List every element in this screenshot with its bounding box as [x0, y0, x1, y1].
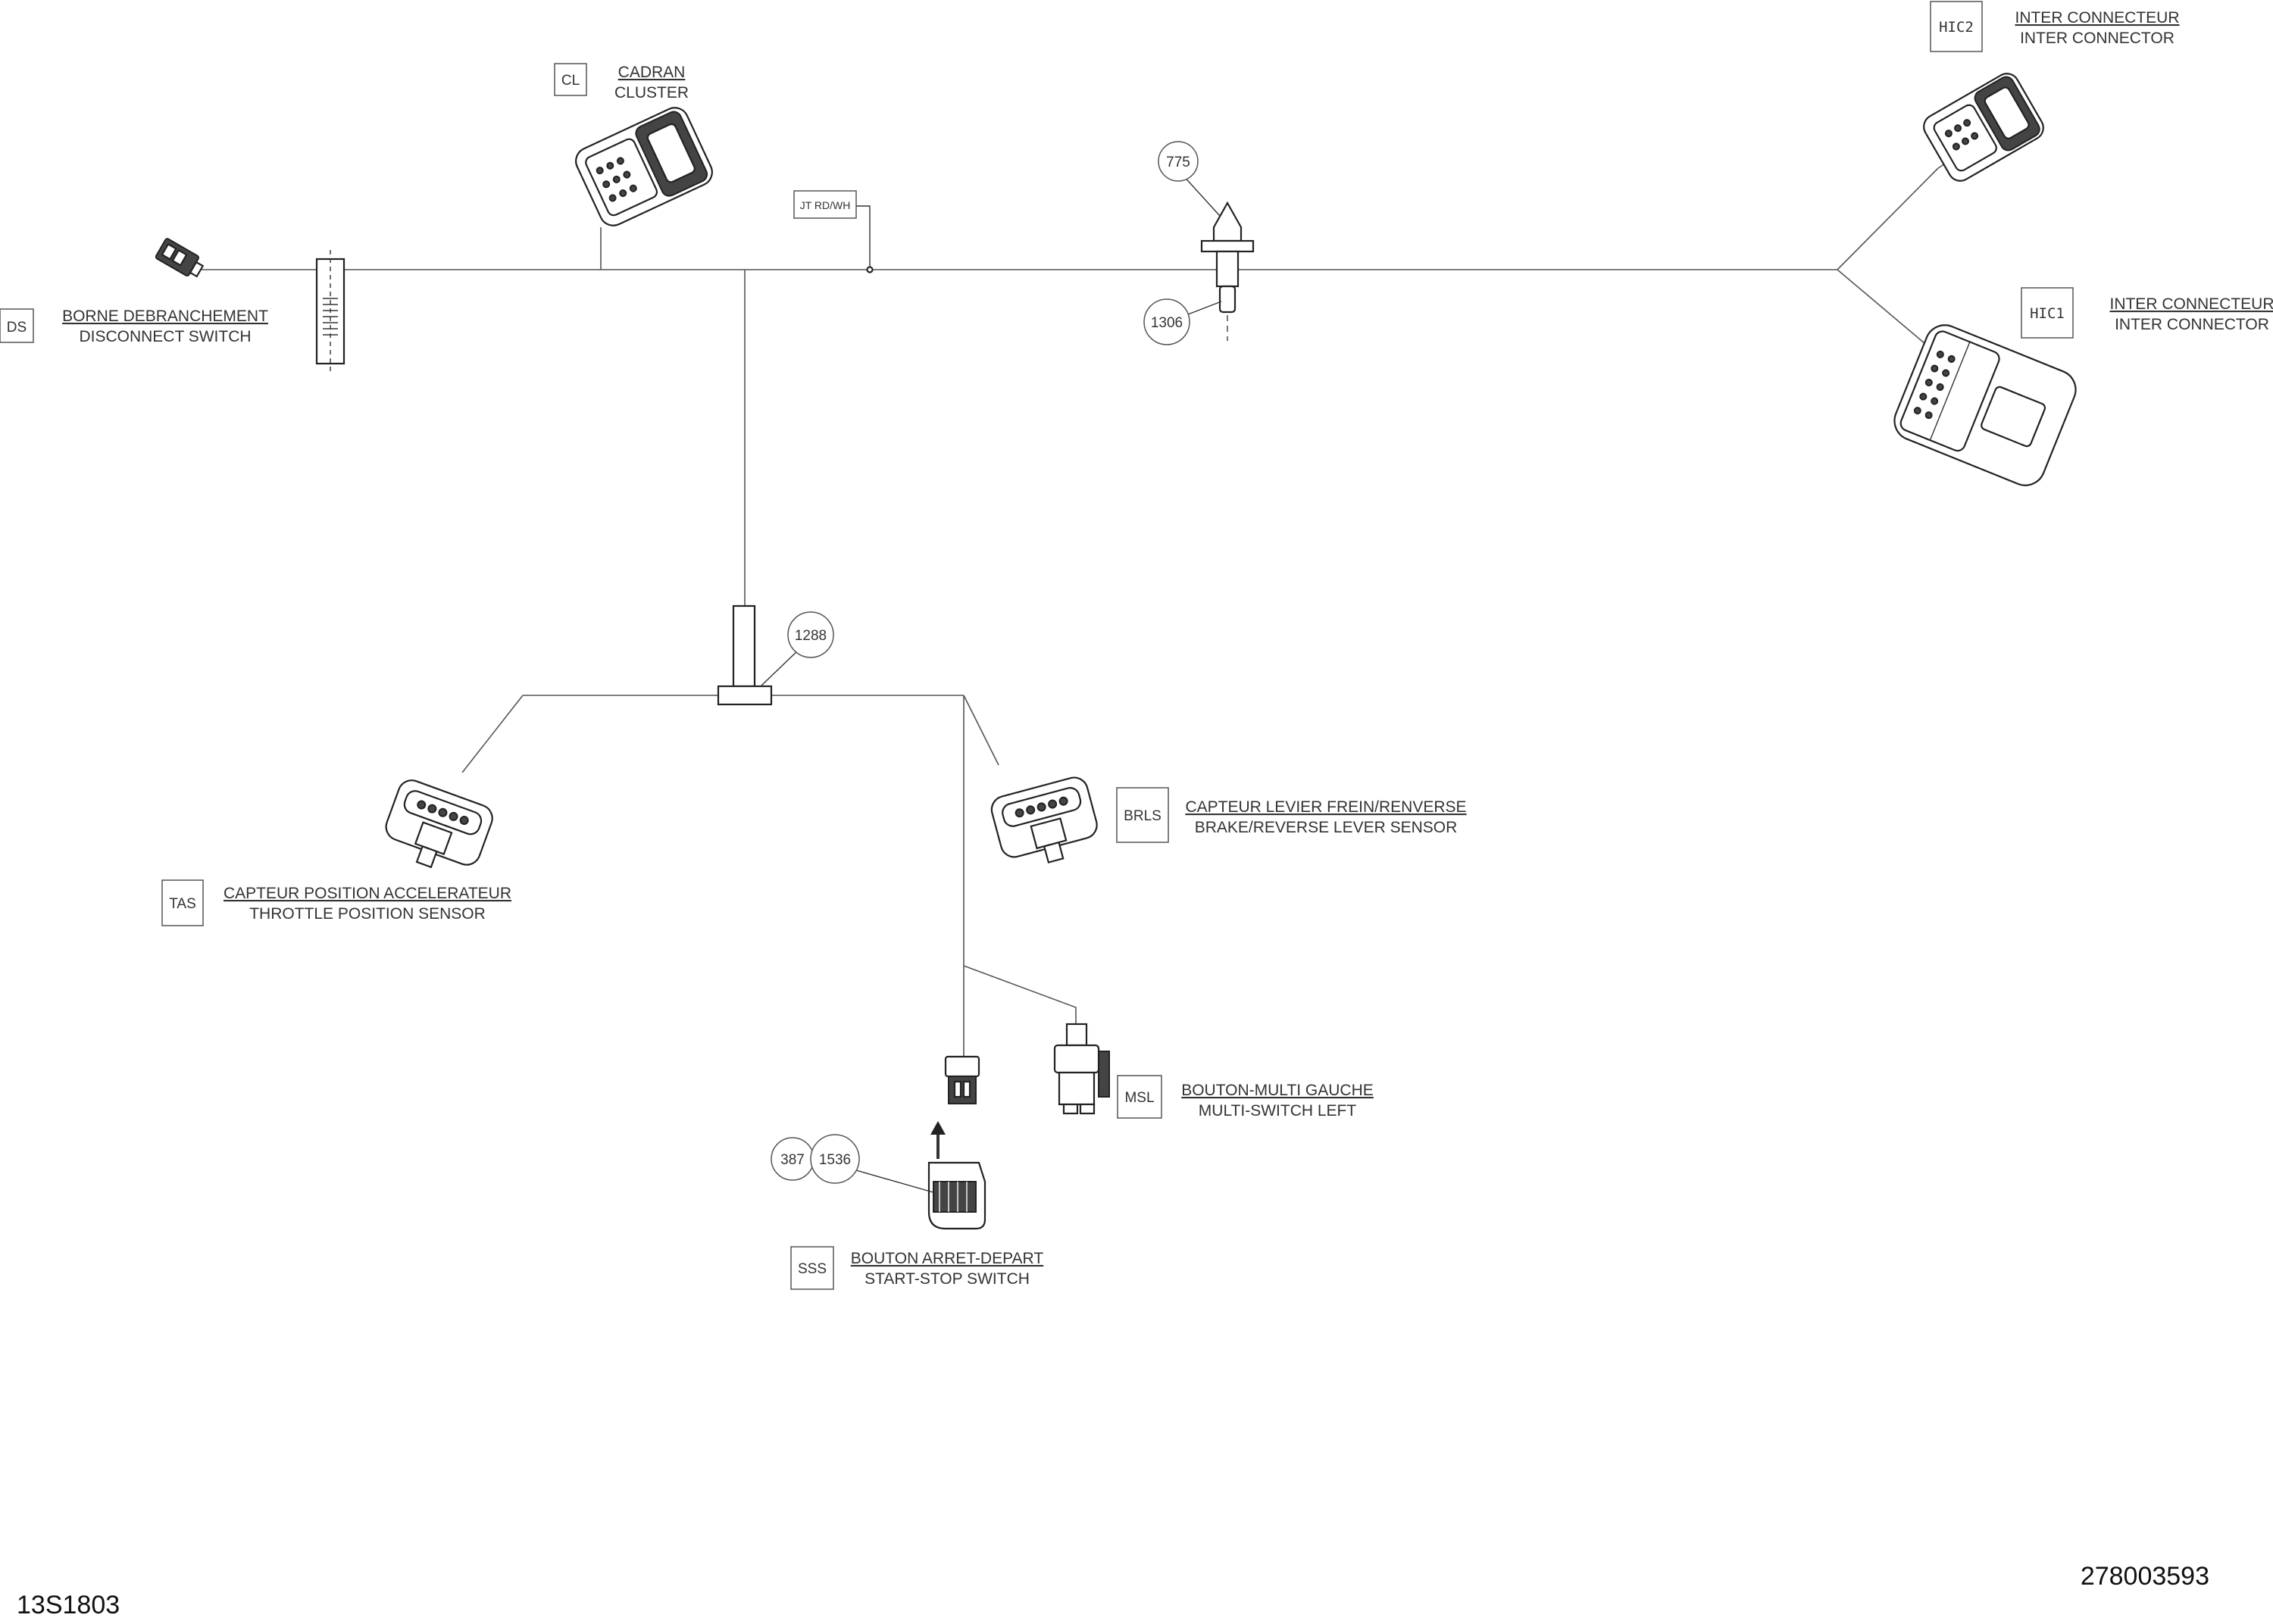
c775-leader	[1181, 173, 1221, 217]
sss-insert-arrow	[930, 1121, 946, 1159]
cl-connector-shape	[575, 107, 713, 226]
cl-code: CL	[561, 73, 580, 89]
c1288-leader	[761, 648, 800, 686]
hic1-name-en: INTER CONNECTOR	[2115, 316, 2269, 333]
sss-name-fr: BOUTON ARRET-DEPART	[851, 1250, 1044, 1267]
msl-name-fr: BOUTON-MULTI GAUCHE	[1181, 1082, 1374, 1099]
c1288-bubble	[787, 611, 834, 658]
brls-name-fr: CAPTEUR LEVIER FREIN/RENVERSE	[1185, 798, 1466, 816]
sss-code-box	[790, 1246, 834, 1290]
hic1-code: HIC1	[2030, 305, 2065, 322]
c775-bubble	[1158, 141, 1199, 182]
clip-base	[717, 685, 773, 706]
diagram-reference: 13S1803	[17, 1591, 120, 1619]
grommet-flange	[1200, 239, 1255, 253]
c387-label: 387	[780, 1152, 805, 1168]
msl-code-box	[1117, 1075, 1162, 1119]
tas-branch-wire	[461, 695, 524, 773]
c1306-leader	[1187, 301, 1222, 315]
hic1-name-fr: INTER CONNECTEUR	[2109, 295, 2273, 313]
brls-name-en: BRAKE/REVERSE LEVER SENSOR	[1195, 819, 1458, 836]
tas-connector: TAS CAPTEUR POSITION ACCELERATEUR THROTT…	[161, 779, 511, 926]
brls-code-box	[1116, 787, 1169, 843]
cl-name-en: CLUSTER	[614, 84, 689, 102]
brls-connector-shape	[990, 776, 1098, 864]
hic2-code: HIC2	[1939, 19, 1974, 36]
cl-name-fr: CADRAN	[618, 64, 686, 81]
hic1-code-box	[2021, 287, 2074, 339]
grommet-top	[1212, 201, 1243, 242]
hic2-connector: HIC2 INTER CONNECTEUR INTER CONNECTOR	[1923, 1, 2180, 182]
ds-code: DS	[7, 320, 27, 336]
msl-branch-wire	[963, 965, 1077, 1024]
hic1-branch-wire	[1837, 269, 1940, 357]
cl-code-box	[554, 63, 587, 96]
cl-connector: CL CADRAN CLUSTER	[554, 63, 713, 226]
brls-connector: BRLS CAPTEUR LEVIER FREIN/RENVERSE BRAKE…	[990, 776, 1467, 864]
sss-switch-shape	[927, 1161, 986, 1230]
ds-name-en: DISCONNECT SWITCH	[79, 328, 251, 345]
sss-callout-leader	[855, 1170, 936, 1194]
splice-label-box	[793, 190, 857, 219]
brls-branch-wire	[963, 695, 999, 766]
ds-connector: DS BORNE DEBRANCHEMENT DISCONNECT SWITCH	[0, 238, 345, 373]
msl-connector-shape	[1053, 1023, 1110, 1115]
tas-connector-shape	[385, 779, 493, 869]
c1306-bubble	[1143, 298, 1190, 345]
hic2-name-fr: INTER CONNECTEUR	[2015, 9, 2179, 27]
hic2-code-box	[1930, 1, 1983, 52]
sss-plug-shape	[944, 1055, 980, 1104]
c1536-label: 1536	[819, 1152, 851, 1168]
splice-point	[866, 266, 874, 273]
hic2-connector-shape	[1923, 73, 2044, 182]
ds-clip-ribs	[323, 298, 338, 336]
splice-leader	[855, 205, 871, 267]
tas-name-en: THROTTLE POSITION SENSOR	[249, 905, 486, 923]
ds-code-box	[0, 308, 34, 343]
hic1-connector: HIC1 INTER CONNECTEUR INTER CONNECTOR	[1893, 287, 2273, 486]
hic1-connector-shape	[1893, 324, 2077, 486]
brls-code: BRLS	[1124, 808, 1162, 824]
ds-connector-shape	[155, 238, 205, 278]
ds-name-fr: BORNE DEBRANCHEMENT	[62, 308, 268, 325]
sss-connector: 387 1536 SSS BOUTON ARRET-DEPART START-S…	[771, 1055, 1044, 1290]
grommet-tail	[1218, 285, 1237, 314]
splice-jt-rd-wh: JT RD/WH	[793, 190, 874, 273]
tas-name-fr: CAPTEUR POSITION ACCELERATEUR	[224, 885, 511, 902]
c775-label: 775	[1166, 155, 1190, 170]
hic2-branch-wire	[1837, 167, 1939, 270]
c1306-label: 1306	[1151, 315, 1183, 331]
c1536-bubble	[810, 1134, 860, 1184]
sss-name-en: START-STOP SWITCH	[864, 1270, 1030, 1288]
clip-post	[732, 604, 756, 688]
tas-code: TAS	[169, 896, 196, 912]
msl-code: MSL	[1124, 1090, 1154, 1106]
c1288-label: 1288	[795, 628, 827, 644]
splice-label: JT RD/WH	[800, 199, 851, 211]
grommet-part: 775 1306	[1143, 141, 1255, 345]
clip-1288: 1288	[717, 604, 834, 706]
sss-code: SSS	[798, 1261, 827, 1277]
part-number: 278003593	[2081, 1562, 2209, 1591]
msl-name-en: MULTI-SWITCH LEFT	[1199, 1102, 1357, 1120]
tas-code-box	[161, 879, 204, 926]
hic2-name-en: INTER CONNECTOR	[2020, 30, 2175, 47]
msl-connector: MSL BOUTON-MULTI GAUCHE MULTI-SWITCH LEF…	[1053, 1023, 1374, 1120]
grommet-body	[1215, 250, 1240, 288]
